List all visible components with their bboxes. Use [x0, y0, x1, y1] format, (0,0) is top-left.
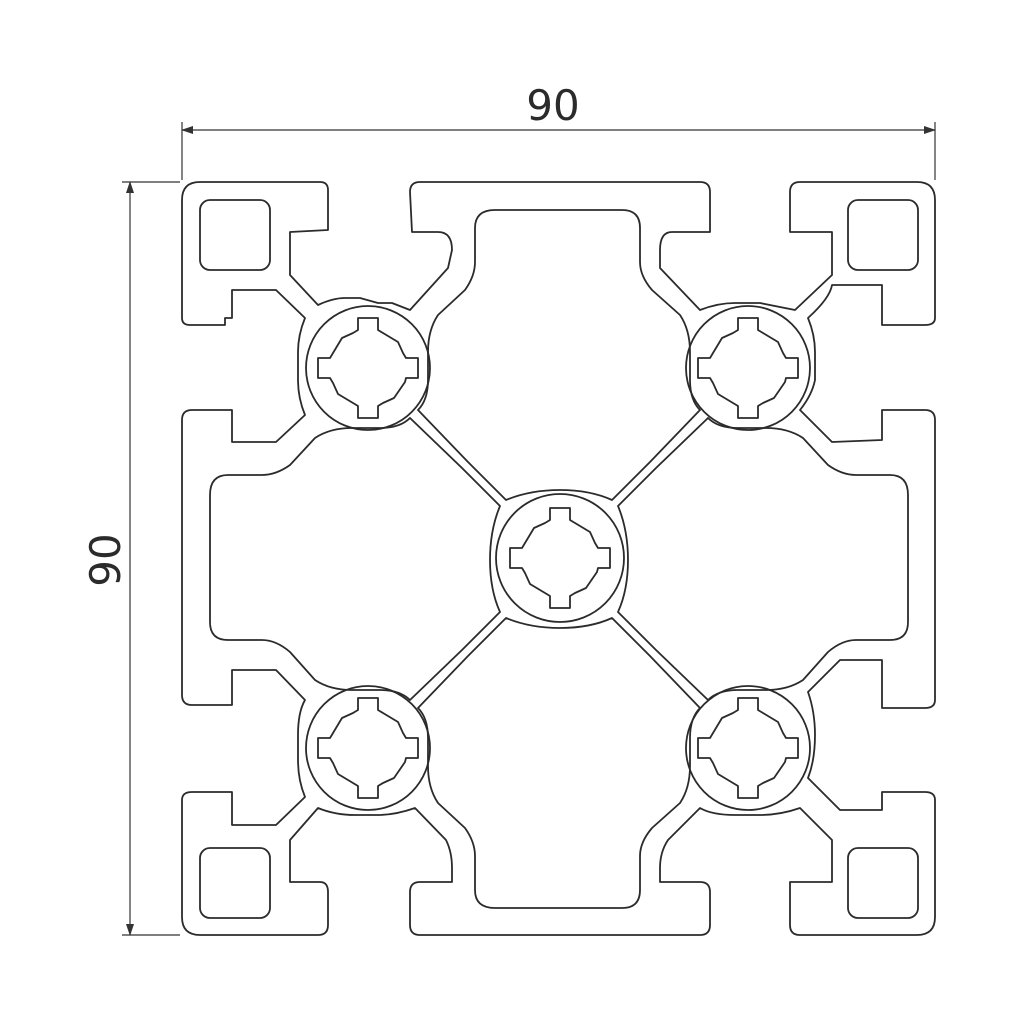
cavity-left [209, 417, 501, 701]
bore-top-right [697, 317, 799, 419]
height-dimension [122, 181, 180, 936]
bore-bottom-right [697, 697, 799, 799]
bore-bottom-left [317, 697, 419, 799]
outer-boundary [181, 181, 936, 936]
cavity-top [417, 209, 701, 501]
bore-top-left [317, 317, 419, 419]
width-label: 90 [526, 81, 579, 130]
bore-ring-top-left [305, 305, 431, 431]
pocket-top-right [847, 199, 919, 271]
profile-features [181, 181, 936, 936]
bore-ring-bottom-left [305, 685, 431, 811]
bore-ring-center [495, 493, 625, 623]
bore-ring-top-right [685, 305, 811, 431]
cavity-bottom [417, 617, 701, 909]
pocket-bottom-right [847, 847, 919, 919]
height-label: 90 [81, 533, 130, 586]
width-dimension [181, 122, 936, 180]
cavity-right [617, 417, 909, 701]
pocket-top-left [199, 199, 271, 271]
pocket-bottom-left [199, 847, 271, 919]
bore-ring-bottom-right [685, 685, 811, 811]
bore-center [509, 507, 611, 609]
